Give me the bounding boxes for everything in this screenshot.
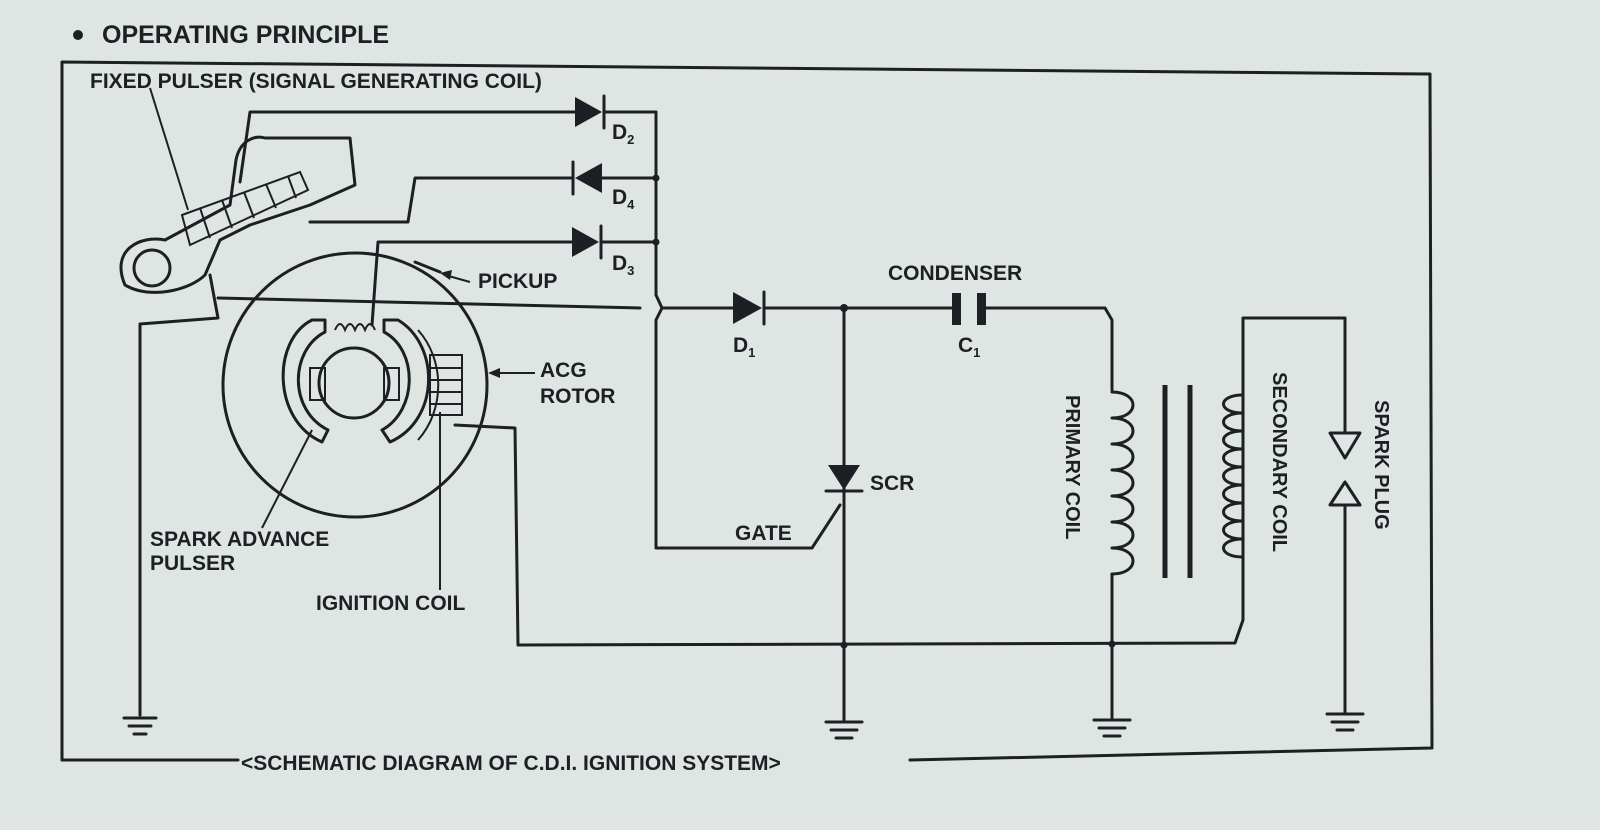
pulser-coil-winding: [180, 170, 310, 247]
ignition-coil-winding: [417, 329, 463, 441]
diagram-caption: <SCHEMATIC DIAGRAM OF C.D.I. IGNITION SY…: [241, 752, 781, 775]
d1-label: D1: [733, 334, 755, 360]
scr-label: SCR: [870, 472, 914, 495]
d3-label: D3: [612, 252, 634, 278]
spark-advance-core-right: [380, 318, 430, 444]
pickup-element: [413, 260, 442, 274]
pickup-label: PICKUP: [478, 270, 557, 293]
acg-rotor-circle: [221, 251, 489, 519]
hub-key-left: [309, 367, 326, 401]
primary-coil-label: PRIMARY COIL: [1061, 395, 1083, 539]
spark-plug: [1328, 431, 1362, 507]
condenser-label: CONDENSER: [888, 262, 1022, 285]
page-heading: OPERATING PRINCIPLE: [102, 21, 389, 49]
primary-coil-winding: [1110, 390, 1135, 576]
hub-key-right: [383, 367, 400, 401]
wire-pulser-ground: [138, 273, 220, 717]
fixed-pulser-label: FIXED PULSER (SIGNAL GENERATING COIL): [90, 70, 542, 93]
ground-symbol-spark-plug: [1325, 712, 1365, 732]
diode-d2: [575, 94, 606, 130]
d2-label: D2: [612, 121, 634, 147]
wire-pulser-to-node: [216, 296, 642, 310]
condenser-c1: [952, 293, 986, 325]
spark-advance-core-left: [281, 318, 330, 444]
fixed-pulser-body: [119, 135, 357, 294]
rotor-hub: [317, 346, 391, 420]
fixed-pulser-leader: [149, 87, 189, 211]
wire-vertical-bus: [654, 110, 842, 550]
acg-label: ACG: [540, 359, 587, 382]
pickup-arrow: [440, 270, 452, 280]
ground-symbol-pulser: [122, 716, 158, 736]
pulser-label: PULSER: [150, 552, 235, 575]
node-scr-ground: [840, 641, 848, 649]
heading-bullet: [73, 30, 83, 40]
wire-bottom-bus: [453, 316, 1347, 647]
wire-condenser-to-primary: [984, 306, 1114, 392]
secondary-coil-label: SECONDARY COIL: [1268, 372, 1290, 552]
ground-symbol-primary: [1092, 718, 1132, 738]
wire-to-d2: [238, 110, 579, 184]
node-d3: [652, 238, 660, 246]
diode-d3: [572, 224, 603, 260]
gate-label: GATE: [735, 522, 792, 545]
spark-plug-label: SPARK PLUG: [1370, 400, 1392, 530]
spark-advance-label: SPARK ADVANCE: [150, 528, 329, 551]
c1-label: C1: [958, 334, 980, 360]
wire-to-d4: [308, 176, 574, 224]
node-d4: [652, 174, 660, 182]
secondary-coil-winding: [1222, 393, 1245, 559]
d4-label: D4: [612, 186, 635, 212]
wire-to-d3: [370, 240, 574, 327]
scr-thyristor: [824, 465, 864, 493]
diagram-frame: [60, 60, 1434, 762]
pickup-coil-winding: [334, 323, 376, 333]
spark-advance-leader: [261, 429, 313, 529]
diode-d4: [571, 160, 602, 196]
pulser-mount-hole: [132, 248, 172, 288]
acg-rotor-arrow: [488, 368, 500, 378]
ignition-coil-label: IGNITION COIL: [316, 592, 466, 615]
diode-d1: [733, 290, 766, 326]
ground-symbol-scr: [824, 720, 864, 740]
rotor-label: ROTOR: [540, 385, 615, 408]
